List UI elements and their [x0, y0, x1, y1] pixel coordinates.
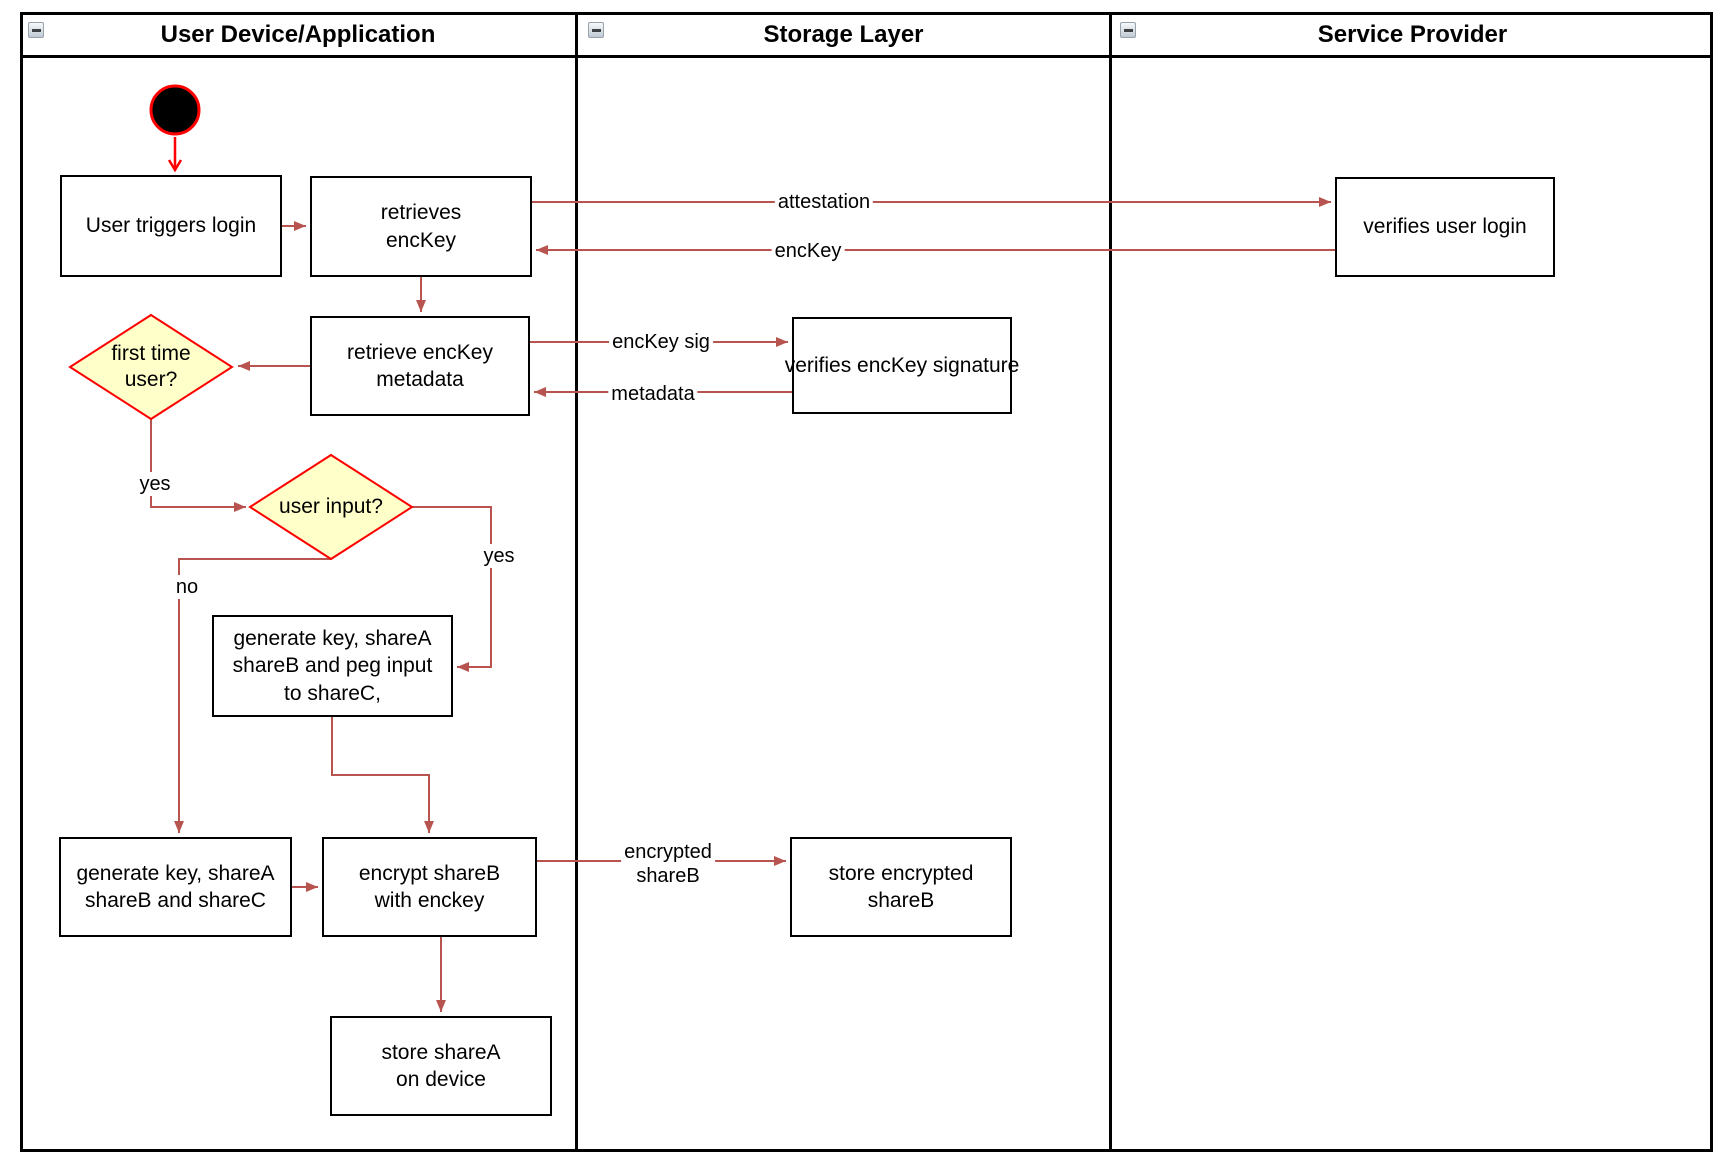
- lane-separator-2: [1109, 12, 1112, 1152]
- node-label: retrieve encKey metadata: [347, 340, 493, 391]
- node-generate-key-peg-input[interactable]: generate key, shareA shareB and peg inpu…: [212, 615, 453, 717]
- collapse-minus-icon[interactable]: [1120, 22, 1136, 38]
- minus-glyph: [591, 28, 601, 32]
- header-underline: [20, 55, 1713, 58]
- node-retrieves-enckey[interactable]: retrieves encKey: [310, 176, 532, 277]
- node-user-triggers-login[interactable]: User triggers login: [60, 175, 282, 277]
- lane-header-service-provider[interactable]: Service Provider: [1112, 12, 1713, 58]
- collapse-minus-icon[interactable]: [588, 22, 604, 38]
- node-label: encrypt shareB with enckey: [358, 861, 501, 912]
- edge-label-yes-first-time: yes: [136, 472, 174, 496]
- decision-first-time-user[interactable]: [68, 313, 234, 421]
- lane-header-storage-layer[interactable]: Storage Layer: [578, 12, 1109, 58]
- lane-header-user-device[interactable]: User Device/Application: [20, 12, 576, 58]
- edge-label-enckey-sig: encKey sig: [609, 330, 713, 354]
- minus-glyph: [1123, 28, 1133, 32]
- minus-glyph: [31, 28, 41, 32]
- edge-yes-to-userinput: [150, 419, 246, 512]
- decision-user-input[interactable]: [248, 453, 414, 561]
- lane-title-user-device: User Device/Application: [160, 21, 436, 48]
- node-label: retrieves encKey: [380, 201, 462, 252]
- start-node[interactable]: [149, 84, 201, 136]
- edge-no-to-generate: [174, 558, 331, 833]
- node-store-encrypted-shareb[interactable]: store encrypted shareB: [790, 837, 1012, 937]
- node-label: User triggers login: [85, 214, 257, 238]
- node-encrypt-shareb[interactable]: encrypt shareB with enckey: [322, 837, 537, 937]
- decision-label-user-input: user input?: [279, 494, 383, 518]
- node-store-sharea[interactable]: store shareA on device: [330, 1016, 552, 1116]
- lane-separator-1: [575, 12, 578, 1152]
- node-generate-key-sharec[interactable]: generate key, shareA shareB and shareC: [59, 837, 292, 937]
- node-label: generate key, shareA shareB and shareC: [76, 861, 275, 912]
- node-verifies-user-login[interactable]: verifies user login: [1335, 177, 1555, 277]
- node-label: verifies encKey signature: [784, 353, 1020, 377]
- edge-label-no-user-input: no: [172, 575, 202, 599]
- edge-label-attestation: attestation: [774, 190, 874, 214]
- lane-title-service-provider: Service Provider: [1317, 21, 1508, 48]
- lane-title-storage-layer: Storage Layer: [763, 21, 924, 48]
- node-label: verifies user login: [1363, 215, 1527, 239]
- decision-label-first-time-user: first time user?: [111, 341, 191, 391]
- edge-label-yes-user-input: yes: [480, 544, 518, 568]
- edge-label-encrypted-shareb: encrypted shareB: [621, 840, 715, 888]
- edge-yes-to-peg: [412, 506, 492, 672]
- node-label: generate key, shareA shareB and peg inpu…: [232, 627, 433, 705]
- node-label: store shareA on device: [381, 1040, 501, 1091]
- node-label: store encrypted shareB: [828, 861, 974, 912]
- edge-label-metadata: metadata: [608, 382, 698, 406]
- collapse-minus-icon[interactable]: [28, 22, 44, 38]
- edge-peg-to-encrypt: [331, 717, 434, 833]
- edge-label-enckey: encKey: [771, 239, 845, 263]
- node-verifies-enckey-signature[interactable]: verifies encKey signature: [785, 317, 1019, 414]
- node-retrieve-enckey-metadata[interactable]: retrieve encKey metadata: [310, 316, 530, 416]
